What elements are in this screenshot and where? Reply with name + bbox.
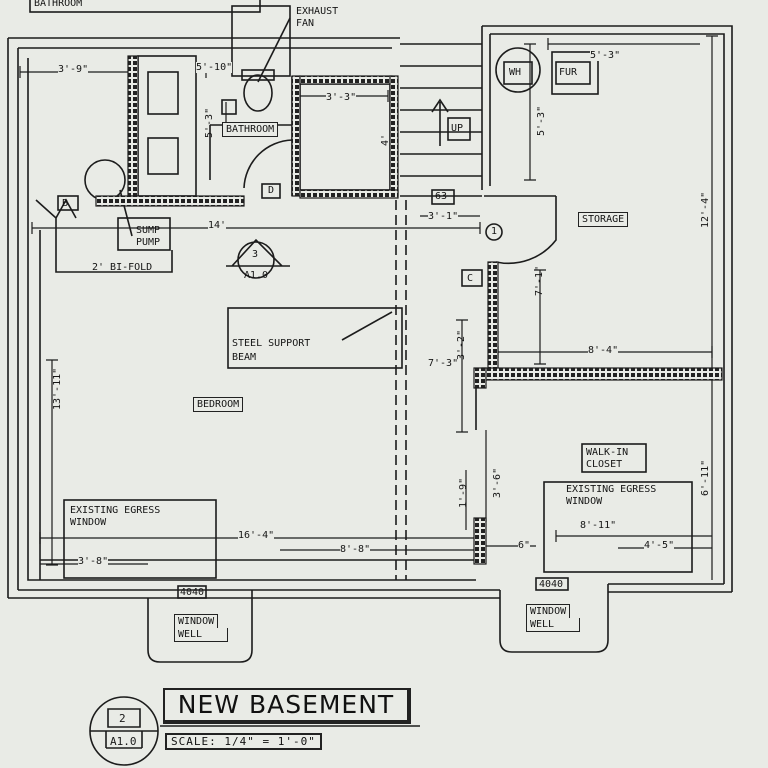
walkin-label-2: CLOSET [586, 459, 623, 470]
bathroom-frame [231, 5, 291, 77]
dim-3-9: 3'-9" [58, 64, 89, 75]
section-sheet: A1.0 [244, 270, 269, 281]
beam-label-2: BEAM [232, 352, 257, 363]
dim-5-6: 5'-3" [590, 50, 621, 61]
window-well-left-label-1: WINDOW [174, 614, 219, 628]
bathroom-door-swing [243, 139, 293, 189]
dim-3-3: 3'-3" [326, 92, 357, 103]
beam-dashed-lines [395, 200, 407, 580]
egress-right-label-2: WINDOW [566, 496, 603, 507]
dim-7-3: 7'-3" [428, 358, 459, 369]
bifold-door [35, 198, 173, 273]
section-number: 3 [252, 249, 259, 260]
dim-8-11: 8'-11" [580, 520, 617, 531]
top-cut-label: BATHROOM [34, 0, 83, 9]
title-sheet: A1.0 [110, 735, 137, 748]
dim-5-3: 5'-3" [204, 107, 215, 138]
dim-1-9: 1'-9" [458, 477, 469, 508]
stair-up-label: UP [451, 123, 464, 134]
hatched-wall-shower-top [299, 75, 393, 85]
hatched-wall-bath-bottom [95, 195, 245, 207]
egress-left-label-2: WINDOW [70, 517, 107, 528]
vanity-1 [147, 71, 179, 115]
section-marker [226, 238, 290, 267]
door-tag-1: 1 [491, 226, 498, 237]
fan-label: FAN [296, 18, 315, 29]
dim-7-1: 7'-1" [534, 265, 545, 296]
dim-16-4: 16'-4" [238, 530, 275, 541]
walkin-label-1: WALK-IN [586, 447, 629, 458]
window-well-left-label-2: WELL [174, 628, 228, 642]
furnace-label: FUR [559, 67, 578, 78]
dim-3-1: 3'-1" [428, 211, 459, 222]
dim-12-4: 12'-4" [700, 191, 711, 228]
top-cut-box [29, 0, 261, 13]
sump-label-1: SUMP [136, 225, 161, 236]
exhaust-leader [257, 17, 291, 83]
egress-window-left-box [63, 499, 217, 579]
storage-door-swing [495, 196, 557, 265]
door-tag-c: C [467, 273, 474, 284]
hatched-wall-stub [473, 517, 487, 565]
exterior-wall-right [481, 25, 733, 592]
hatched-wall-storage [487, 261, 499, 375]
furnace [551, 51, 599, 95]
hatched-wall-vanity [127, 55, 139, 197]
vanity-2 [147, 137, 179, 175]
stair [400, 43, 482, 197]
egress-left-label-1: EXISTING EGRESS [70, 505, 161, 516]
hatched-wall-bath-right [291, 75, 301, 197]
dim-6-11: 6'-11" [700, 459, 711, 496]
dim-8-8: 8'-8" [340, 544, 371, 555]
sump-label-2: PUMP [136, 237, 161, 248]
steel-beam-box [227, 307, 403, 369]
dim-3-6: 3'-6" [492, 467, 503, 498]
dim-3-8: 3'-8" [78, 556, 109, 567]
dim-4: 4' [380, 133, 391, 146]
dim-4-5: 4'-5" [644, 540, 675, 551]
window-well-right-label-1: WINDOW [526, 604, 571, 618]
window-well-left [147, 590, 253, 663]
exterior-wall-bottom [148, 583, 732, 599]
hatched-wall-shower-right [389, 75, 399, 197]
door-tag-b: B [62, 198, 69, 209]
dim-8-4: 8'-4" [588, 345, 619, 356]
window-tag-left: 4040 [180, 587, 205, 598]
vanity-box [137, 55, 197, 197]
dim-5-10: 5'-10" [196, 62, 233, 73]
title-number: 2 [119, 712, 126, 725]
bifold-label: 2' BI-FOLD [92, 262, 153, 273]
toilet [243, 74, 273, 112]
drawing-scale: SCALE: 1/4" = 1'-0" [165, 733, 322, 750]
storage-label: STORAGE [578, 212, 629, 227]
dim-5-3-right: 5'-3" [536, 105, 547, 136]
bathroom-label: BATHROOM [222, 122, 279, 137]
dim-13-11: 13'-11" [52, 367, 63, 410]
beam-label-1: STEEL SUPPORT [232, 338, 311, 349]
hatched-wall-shower-bottom [299, 189, 399, 199]
title-block [89, 696, 420, 766]
water-heater [495, 47, 541, 93]
drawing-title: NEW BASEMENT [163, 688, 411, 724]
water-heater-label: WH [509, 67, 522, 78]
dim-14: 14' [208, 220, 227, 231]
sump-pump [84, 159, 126, 201]
exterior-wall-left [7, 37, 400, 599]
exhaust-label: EXHAUST [296, 6, 339, 17]
bedroom-label: BEDROOM [193, 397, 244, 412]
door-tag-63: 63 [435, 191, 448, 202]
window-well-right [499, 584, 609, 653]
dim-6: 6" [518, 540, 531, 551]
hatched-wall-closet [481, 367, 723, 381]
door-tag-d: D [268, 185, 275, 196]
egress-right-label-1: EXISTING EGRESS [566, 484, 657, 495]
dim-3-2: 3'-2" [456, 329, 467, 360]
hatched-wall-closet-left [473, 367, 487, 389]
egress-window-right-box [543, 481, 693, 573]
window-tag-right: 4040 [539, 579, 564, 590]
window-well-right-label-2: WELL [526, 618, 580, 632]
